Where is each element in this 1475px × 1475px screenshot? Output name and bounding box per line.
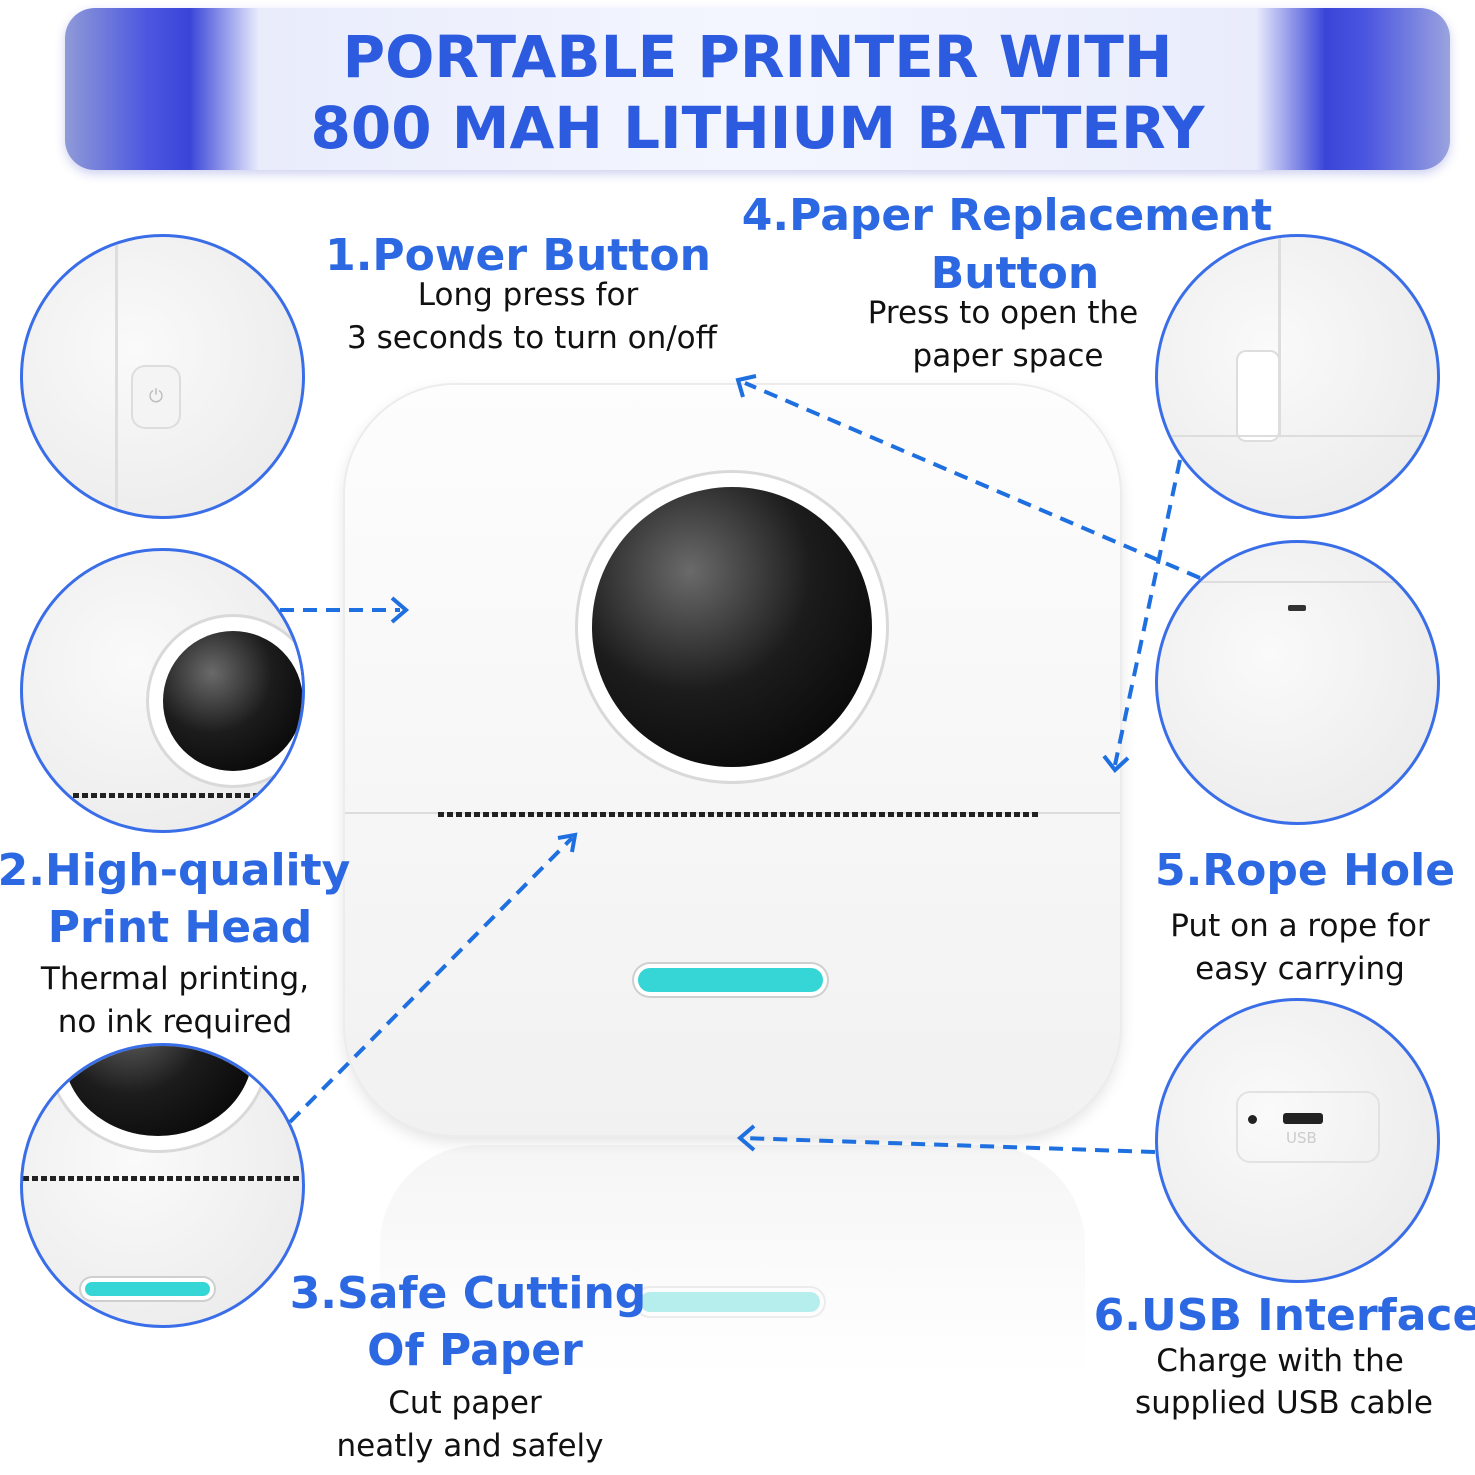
feature-1-desc-1: Long press for: [417, 277, 639, 313]
usb-port-icon: [1283, 1113, 1323, 1124]
detail-cutting: [20, 1043, 305, 1328]
feature-5-desc-1: Put on a rope for: [1170, 908, 1430, 944]
feature-2-desc-1: Thermal printing,: [40, 961, 310, 997]
feature-2-heading-2: Print Head: [47, 902, 313, 953]
feature-4-heading-2: Button: [930, 248, 1100, 299]
printer-reflection: [380, 1145, 1085, 1475]
title-line-1: PORTABLE PRINTER WITH: [342, 23, 1173, 91]
feature-2-desc-2: no ink required: [57, 1004, 293, 1040]
detail-rope-hole: [1155, 540, 1440, 825]
feature-3-heading-2: Of Paper: [367, 1325, 583, 1376]
status-led: [638, 968, 823, 992]
arrow-power: [744, 381, 1201, 580]
feature-6-heading: 6.USB Interface: [1093, 1290, 1475, 1341]
detail-print-head: [20, 548, 305, 833]
rope-hole-icon: [1288, 605, 1306, 611]
feature-3-heading-1: 3.Safe Cutting: [289, 1268, 647, 1319]
usb-label: USB: [1286, 1129, 1317, 1147]
feature-1-heading: 1.Power Button: [325, 230, 711, 281]
arrow-usb: [741, 1136, 1156, 1154]
title-line-2: 800 MAH LITHIUM BATTERY: [310, 94, 1205, 162]
printer-window: [592, 487, 872, 767]
detail-power-button: ⏻: [20, 234, 305, 519]
feature-4-heading-1: 4.Paper Replacement: [741, 190, 1273, 241]
feature-5-heading: 5.Rope Hole: [1154, 845, 1456, 896]
feature-6-desc-2: supplied USB cable: [1135, 1385, 1433, 1421]
led-reflection: [640, 1292, 820, 1312]
power-icon: ⏻: [133, 367, 179, 427]
feature-3-desc-1: Cut paper: [388, 1385, 542, 1421]
title-banner: [65, 8, 1450, 170]
feature-4-desc-1: Press to open the: [867, 295, 1139, 331]
detail-paper-button: [1155, 234, 1440, 519]
feature-4-desc-2: paper space: [912, 338, 1104, 374]
cutting-edge: [438, 812, 1038, 817]
feature-5-desc-2: easy carrying: [1195, 951, 1405, 987]
arrow-cutting: [288, 836, 574, 1124]
arrow-rope: [1113, 459, 1182, 766]
detail-usb: USB: [1155, 998, 1440, 1283]
feature-1-desc-2: 3 seconds to turn on/off: [346, 320, 718, 356]
feature-3-desc-2: neatly and safely: [336, 1428, 604, 1464]
feature-6-desc-1: Charge with the: [1156, 1343, 1404, 1379]
feature-2-heading-1: 2.High-quality: [0, 845, 351, 896]
